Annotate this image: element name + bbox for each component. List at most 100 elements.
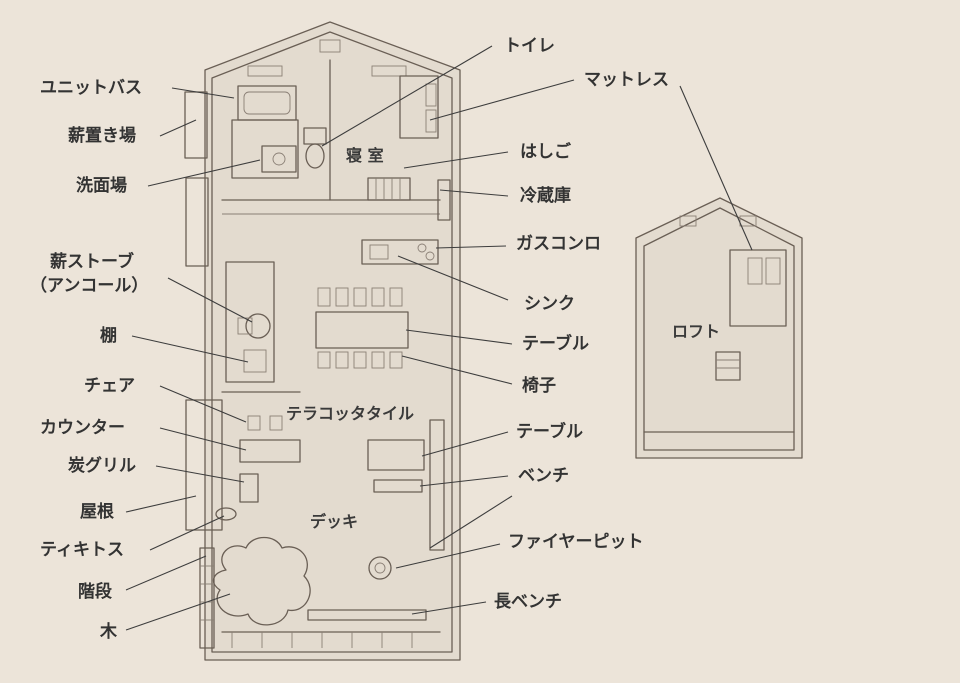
counter-chair-2 <box>269 415 283 431</box>
label-table2: テーブル <box>516 422 583 442</box>
leader-table1 <box>405 329 513 345</box>
label-grill: 炭グリル <box>68 456 136 476</box>
bathtub-inner <box>243 91 291 115</box>
leader-long-bench <box>411 601 487 615</box>
tikitos-drawing <box>215 507 237 521</box>
leader-washroom <box>147 159 261 187</box>
leader-firepit <box>395 543 501 569</box>
label-chair: チェア <box>84 376 135 396</box>
room-label-terracotta: テラコッタタイル <box>286 404 415 423</box>
counter-drawing <box>239 439 301 463</box>
label-firepit: ファイヤーピット <box>508 532 644 552</box>
leader-lines <box>125 45 753 631</box>
long-bench-drawing <box>307 609 427 621</box>
label-tikitos: ティキトス <box>40 540 124 560</box>
west-annex <box>185 177 209 267</box>
leader-counter <box>159 427 247 451</box>
leader-ladder <box>403 151 509 169</box>
pillow-2 <box>425 109 437 133</box>
leader-chairs <box>401 355 513 385</box>
label-ladder: はしご <box>520 142 571 162</box>
label-stove-line2: （アンコール） <box>30 276 149 296</box>
leader-tikitos <box>149 515 225 551</box>
leader-bench-east <box>429 495 513 549</box>
room-label-loft: ロフト <box>672 322 721 341</box>
deck-rail <box>231 632 413 648</box>
main-house <box>184 21 461 661</box>
firepit-drawing <box>368 556 392 580</box>
ladder-drawing <box>367 177 411 201</box>
leader-table2 <box>421 431 509 457</box>
label-fridge: 冷蔵庫 <box>520 186 571 206</box>
label-firewood: 薪置き場 <box>68 126 136 146</box>
label-washroom: 洗面場 <box>76 176 127 196</box>
leader-bench <box>419 475 509 487</box>
label-table1: テーブル <box>522 334 589 354</box>
loft-pillow-2 <box>765 257 781 285</box>
fridge-drawing <box>437 179 451 221</box>
leader-sink <box>397 255 509 301</box>
room-label-deck: デッキ <box>310 512 359 531</box>
chairs-top <box>317 287 403 307</box>
stove-alcove <box>225 261 275 383</box>
main-house-inner-outline <box>211 31 453 653</box>
leader-roof <box>125 495 197 513</box>
burner-1 <box>417 243 427 253</box>
main-house-outline <box>204 21 461 661</box>
bath-room <box>231 119 299 179</box>
kitchen-counter <box>361 239 439 265</box>
loft-pillow-1 <box>747 257 763 285</box>
gable-window <box>319 39 341 53</box>
label-tree: 木 <box>100 622 117 642</box>
firepit-inner <box>374 562 386 574</box>
label-long-bench: 長ベンチ <box>494 592 562 612</box>
skylight-left <box>247 65 283 77</box>
wash-basin-bowl <box>272 152 286 166</box>
leader-fridge <box>439 189 509 197</box>
loft-window-2 <box>739 215 757 227</box>
sink-drawing <box>369 244 389 260</box>
pillow-1 <box>425 83 437 107</box>
label-toilet: トイレ <box>504 36 555 56</box>
skylight-right <box>371 65 407 77</box>
tree-drawing <box>212 536 311 626</box>
label-stove-line1: 薪ストーブ <box>50 252 134 272</box>
label-shelf: 棚 <box>100 326 117 346</box>
leader-toilet <box>321 45 493 147</box>
label-sink: シンク <box>524 294 575 314</box>
burner-2 <box>425 251 435 261</box>
leader-chair <box>159 385 247 423</box>
loft-plan <box>635 197 803 459</box>
label-chairs: 椅子 <box>522 376 556 396</box>
loft-inner-outline <box>643 207 795 451</box>
label-gas-stove: ガスコンロ <box>516 234 601 254</box>
label-counter: カウンター <box>40 418 125 438</box>
label-stairs: 階段 <box>78 582 112 602</box>
leader-tree <box>125 593 231 631</box>
stairs-drawing <box>199 547 215 649</box>
leader-gas-stove <box>435 245 507 249</box>
stove-drawing <box>245 313 271 339</box>
leader-unit-bath <box>171 87 235 99</box>
chairs-bottom <box>317 351 403 369</box>
leader-firewood <box>159 119 197 137</box>
label-unit-bath: ユニットバス <box>40 78 142 98</box>
leader-shelf <box>131 335 249 363</box>
roof-overhang <box>185 399 223 531</box>
loft-mattress <box>729 249 787 327</box>
mattress-drawing <box>399 75 439 139</box>
room-label-bedroom: 寝 室 <box>346 146 384 165</box>
toilet-bowl <box>305 143 325 169</box>
leader-stairs <box>125 555 207 591</box>
label-roof: 屋根 <box>80 502 114 522</box>
counter-chair-1 <box>247 415 261 431</box>
leader-stove <box>167 277 253 323</box>
label-mattress: マットレス <box>584 70 669 90</box>
loft-outline <box>635 197 803 459</box>
wash-basin <box>261 145 297 173</box>
leader-grill <box>155 465 245 483</box>
label-bench: ベンチ <box>518 466 569 486</box>
loft-window-1 <box>679 215 697 227</box>
